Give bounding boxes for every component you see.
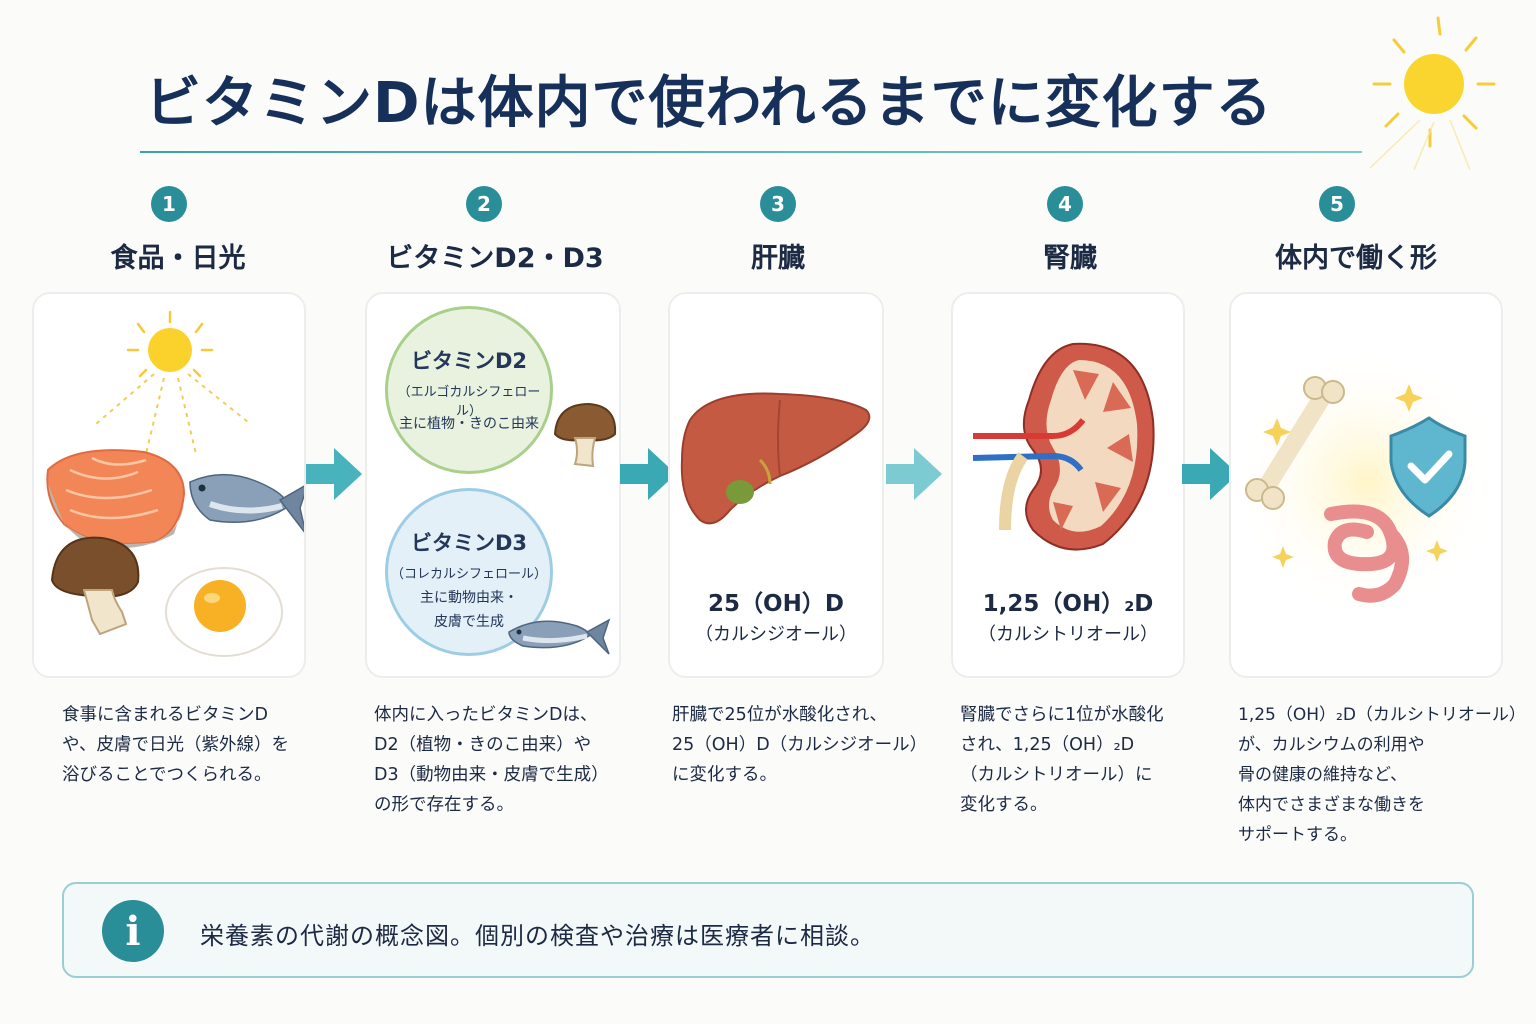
- kidney-icon: [972, 342, 1155, 551]
- step-number-4: 4: [1047, 186, 1083, 222]
- arrow-right-icon: [304, 444, 364, 504]
- vitamin-d2-circle: ビタミンD2 （エルゴカルシフェロール） 主に植物・きのこ由来: [385, 306, 553, 474]
- vitamin-d2-title: ビタミンD2: [410, 349, 528, 373]
- step-5-description: 1,25（OH）₂D（カルシトリオール） が、カルシウムの利用や 骨の健康の維持…: [1238, 700, 1526, 850]
- step-3-description: 肝臓で25位が水酸化され、 25（OH）D（カルシジオール） に変化する。: [672, 700, 927, 790]
- card-kidney: 1,25（OH）₂D （カルシトリオール）: [951, 292, 1185, 678]
- vitamin-d3-source-1: 主に動物由来・: [420, 590, 518, 606]
- fish-icon: [189, 473, 304, 533]
- salmon-icon: [46, 449, 186, 549]
- arrow-right-icon: [1180, 444, 1240, 504]
- card-vitamin-d2-d3: ビタミンD2 （エルゴカルシフェロール） 主に植物・きのこ由来 ビタミンD3 （…: [365, 292, 621, 678]
- step-number-5: 5: [1319, 186, 1355, 222]
- step-number-1: 1: [151, 186, 187, 222]
- description-line: 腎臓でさらに1位が水酸化: [960, 705, 1164, 725]
- info-icon: i: [102, 900, 164, 962]
- arrow-right-icon: [618, 444, 678, 504]
- sun-icon: [95, 310, 249, 455]
- page-title: ビタミンDは体内で使われるまでに変化する: [145, 71, 1273, 136]
- fish-icon: [508, 618, 611, 655]
- description-line: や、皮膚で日光（紫外線）を: [62, 735, 289, 755]
- step-number-3: 3: [760, 186, 796, 222]
- vitamin-d2-source: 主に植物・きのこ由来: [399, 416, 539, 432]
- disclaimer-box: i 栄養素の代謝の概念図。個別の検査や治療は医療者に相談。: [62, 882, 1474, 978]
- description-line: され、1,25（OH）₂D: [960, 735, 1135, 755]
- liver-icon: [680, 392, 871, 525]
- description-line: 骨の健康の維持など、: [1238, 765, 1408, 785]
- title-divider: [140, 151, 1362, 153]
- vitamin-d2-name: （エルゴカルシフェロール）: [397, 385, 541, 419]
- intestine-icon: [1324, 504, 1409, 603]
- description-line: （カルシトリオール）に: [960, 765, 1153, 785]
- shield-check-icon: [1389, 416, 1467, 518]
- description-line: サポートする。: [1238, 825, 1357, 845]
- step-title-5: 体内で働く形: [1275, 243, 1437, 274]
- step-1-description: 食事に含まれるビタミンD や、皮膚で日光（紫外線）を 浴びることでつくられる。: [62, 700, 289, 790]
- egg-icon: [165, 567, 283, 657]
- calcitriol-formula: 1,25（OH）₂D: [982, 591, 1154, 617]
- vitamin-d3-name: （コレカルシフェロール）: [390, 567, 547, 582]
- arrow-right-icon: [884, 444, 944, 504]
- step-title-2: ビタミンD2・D3: [386, 243, 604, 274]
- card-liver: 25（OH）D （カルシジオール）: [668, 292, 884, 678]
- step-title-4: 腎臓: [1043, 243, 1097, 274]
- disclaimer-text: 栄養素の代謝の概念図。個別の検査や治療は医療者に相談。: [200, 922, 875, 950]
- calcitriol-name: （カルシトリオール）: [978, 624, 1158, 645]
- description-line: 食事に含まれるビタミンD: [62, 705, 268, 725]
- description-line: 1,25（OH）₂D（カルシトリオール）: [1238, 705, 1526, 725]
- description-line: 肝臓で25位が水酸化され、: [672, 705, 887, 725]
- step-title-3: 肝臓: [751, 243, 805, 274]
- mushroom-icon: [50, 536, 140, 636]
- step-number-2: 2: [466, 186, 502, 222]
- step-title-1: 食品・日光: [110, 243, 246, 274]
- step-2-description: 体内に入ったビタミンDは、 D2（植物・きのこ由来）や D3（動物由来・皮膚で生…: [374, 700, 609, 820]
- description-line: D3（動物由来・皮膚で生成）: [374, 765, 609, 785]
- sun-icon: [1360, 10, 1536, 170]
- description-line: 浴びることでつくられる。: [62, 765, 272, 785]
- description-line: の形で存在する。: [374, 795, 514, 815]
- vitamin-d3-title: ビタミンD3: [410, 531, 528, 555]
- vitamin-d3-source-2: 皮膚で生成: [434, 614, 504, 630]
- card-food-sunlight: [32, 292, 306, 678]
- step-4-description: 腎臓でさらに1位が水酸化 され、1,25（OH）₂D （カルシトリオール）に 変…: [960, 700, 1164, 820]
- description-line: が、カルシウムの利用や: [1238, 735, 1425, 755]
- description-line: D2（植物・きのこ由来）や: [374, 735, 592, 755]
- mushroom-icon: [553, 402, 617, 468]
- card-active-form: [1229, 292, 1503, 678]
- description-line: 変化する。: [960, 795, 1048, 815]
- calcidiol-name: （カルシジオール）: [695, 624, 857, 645]
- bone-icon: [1245, 376, 1345, 510]
- description-line: 体内に入ったビタミンDは、: [374, 705, 598, 725]
- description-line: 25（OH）D（カルシジオール）: [672, 735, 928, 755]
- description-line: に変化する。: [672, 765, 777, 785]
- description-line: 体内でさまざまな働きを: [1238, 795, 1425, 815]
- calcidiol-formula: 25（OH）D: [708, 591, 844, 617]
